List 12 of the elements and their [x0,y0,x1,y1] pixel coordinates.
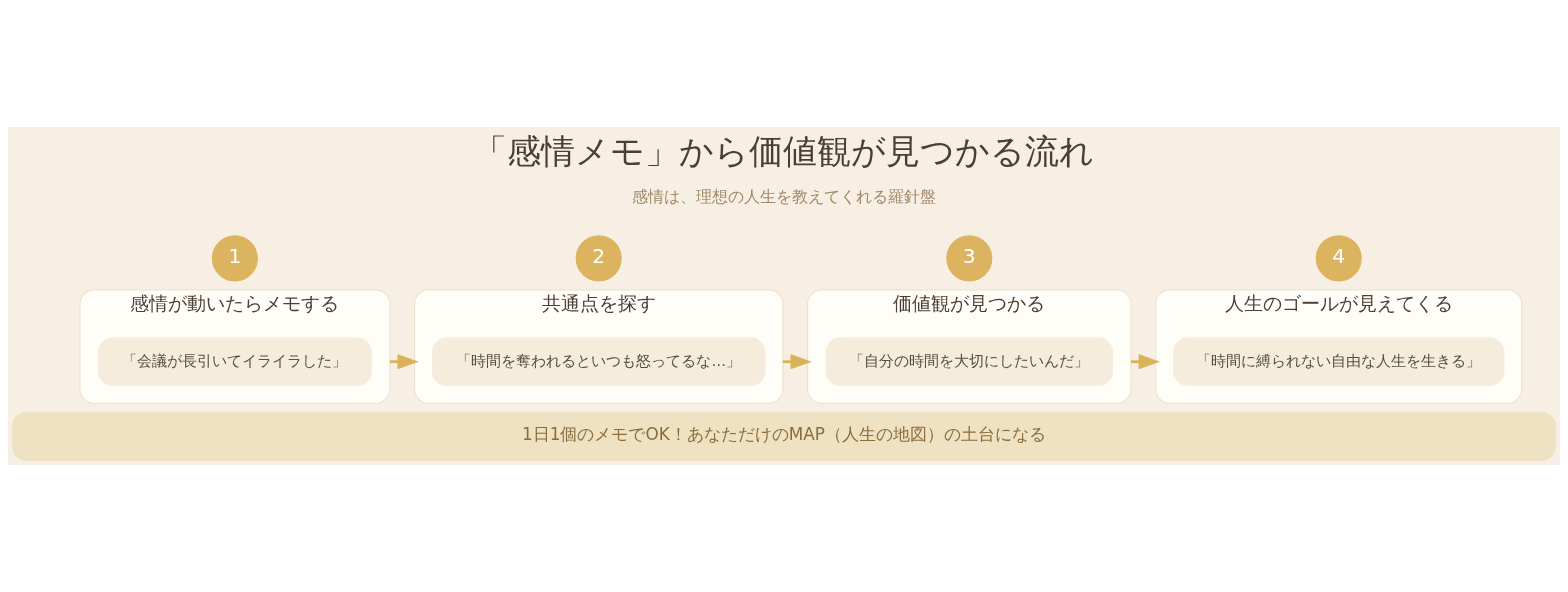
diagram-title: 「感情メモ」から価値観が見つかる流れ [473,131,1095,171]
node-circle: 3 [946,235,993,282]
node-box: 1日1個のメモでOK！あなただけのMAP（人生の地図）の土台になる [12,411,1556,462]
node-box: 「会議が長引いてイライラした」 [97,337,372,386]
node-circle: 2 [575,235,622,282]
node-circle: 4 [1315,235,1362,282]
node-box: 「自分の時間を大切にしたいんだ」 [825,337,1113,386]
node-box: 「時間に縛られない自由な人生を生きる」 [1173,337,1505,386]
arrow [1131,354,1160,370]
label: 感情は、理想の人生を教えてくれる羅針盤 [632,186,936,206]
node-circle: 1 [211,235,258,282]
node-box: 「時間を奪われるといつも怒ってるな…」 [431,337,766,386]
